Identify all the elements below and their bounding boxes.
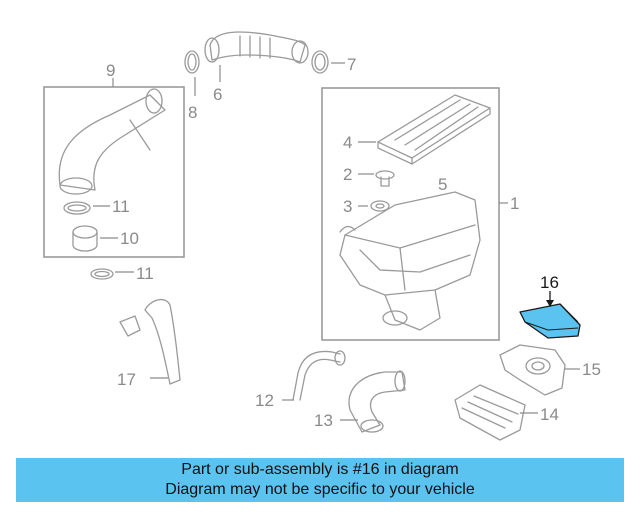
group-box-9 [43,86,185,258]
part-17-hose [119,298,181,385]
callout-6: 6 [213,85,222,104]
callout-13: 13 [314,411,333,430]
banner-line-1: Part or sub-assembly is #16 in diagram [181,461,459,478]
callout-8: 8 [188,103,197,122]
callout-1: 1 [510,194,519,213]
parts-diagram: 9 11 10 11 17 6 [43,31,601,441]
callout-9: 9 [106,61,115,80]
part-10-coupler [72,225,98,252]
part-12-vent-tube [292,350,346,401]
part-13-elbow-hose [348,370,406,433]
part-6-flex-hose [204,31,309,64]
part-9-intake-tube [58,88,166,195]
part-11-clamp-upper [63,201,91,215]
callout-4: 4 [343,133,352,152]
part-1-air-box-housing [339,191,481,331]
part-8-clamp [184,50,200,74]
callout-3: 3 [343,197,352,216]
callout-7: 7 [347,55,356,74]
info-banner: Part or sub-assembly is #16 in diagram D… [16,458,624,502]
callout-15: 15 [582,360,601,379]
callout-10: 10 [120,229,139,248]
callout-16: 16 [540,273,559,292]
banner-line-2: Diagram may not be specific to your vehi… [165,481,475,498]
callout-2: 2 [343,165,352,184]
callout-14: 14 [540,405,559,424]
part-15-bracket [499,344,566,396]
part-11-clamp-lower [90,268,114,280]
callout-17: 17 [117,370,136,389]
part-2-grommet [375,170,395,187]
part-3-grommet [370,200,390,212]
part-14-air-duct [454,384,526,441]
callout-5: 5 [438,175,447,194]
callout-11-lower: 11 [136,264,154,283]
part-7-clamp [311,50,329,74]
callout-11-upper: 11 [112,197,130,216]
part-16-highlighted [519,303,581,339]
group-box-1 [321,87,500,341]
callout-12: 12 [255,391,274,410]
part-4-filter-element [377,94,491,165]
